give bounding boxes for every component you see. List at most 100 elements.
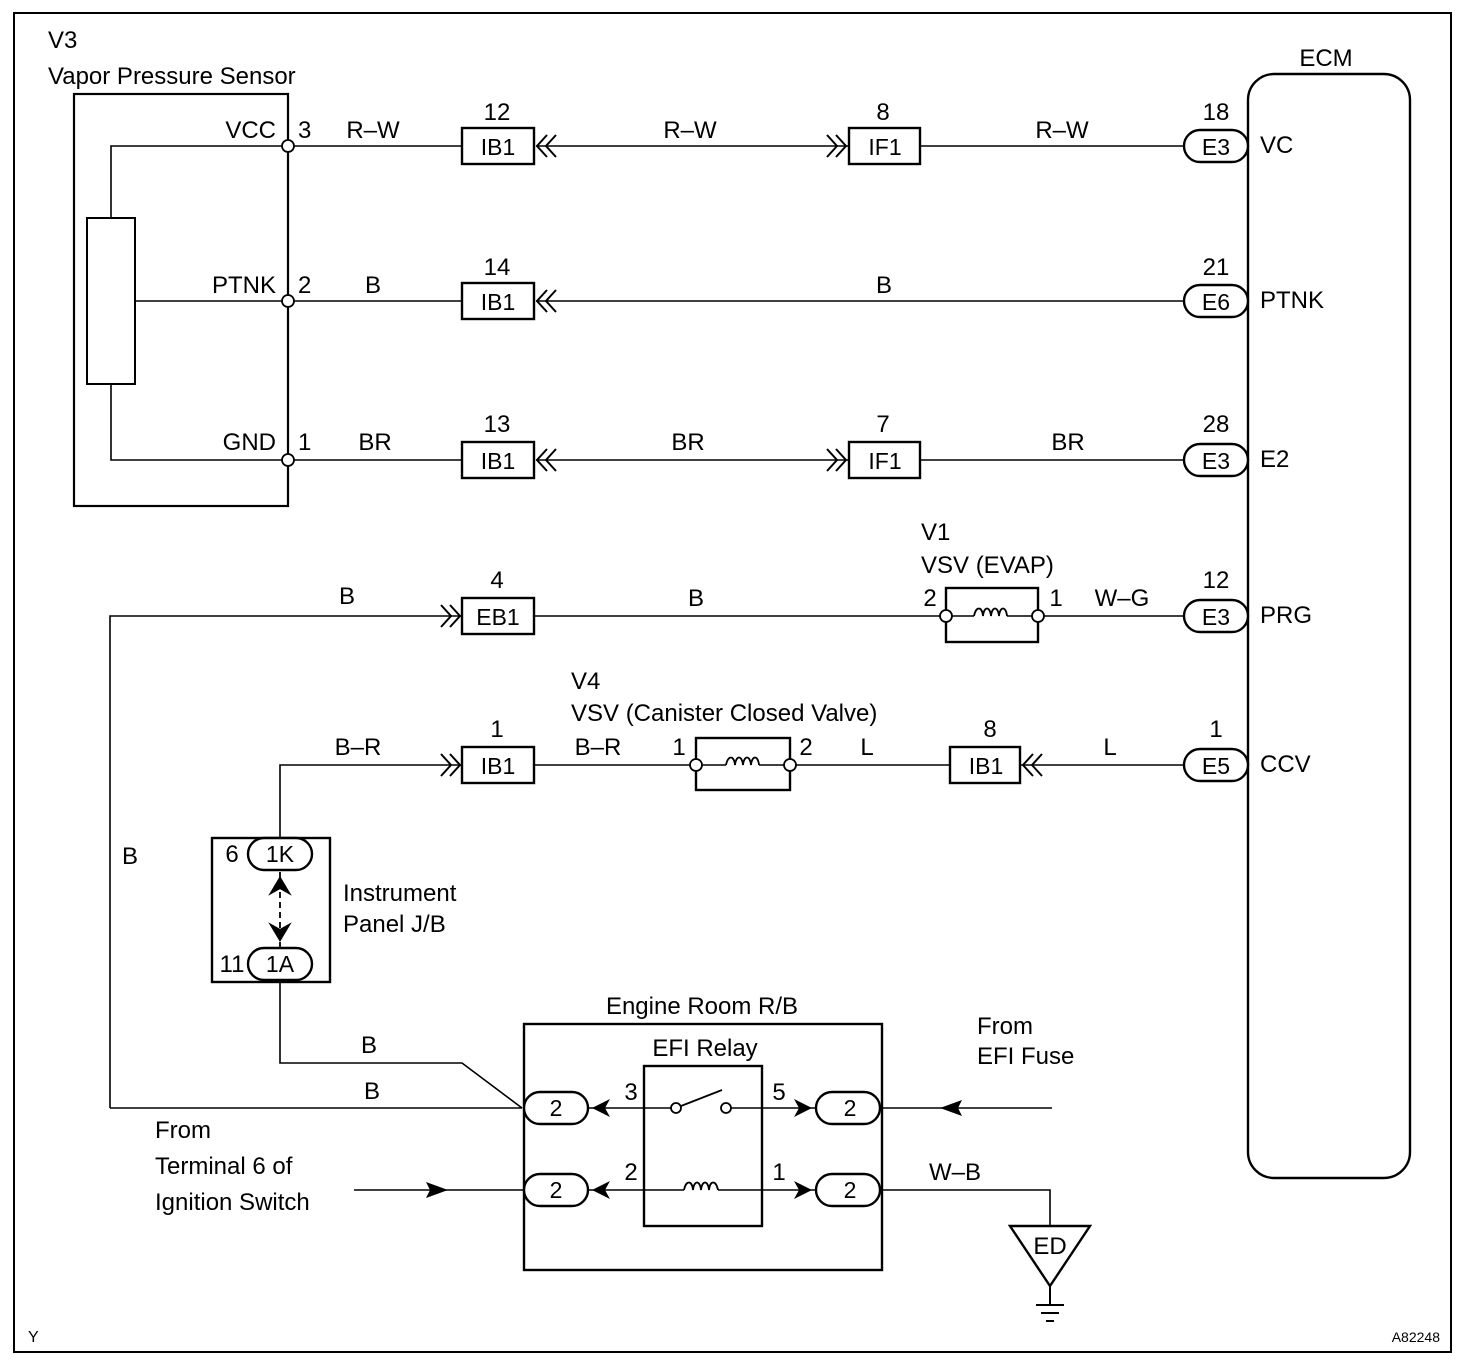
sensor-name: Vapor Pressure Sensor: [48, 63, 296, 90]
conn-ib1-13: [460, 440, 536, 480]
wire-gnd-1: BR: [358, 429, 391, 456]
wire-jb-b: B: [361, 1032, 377, 1059]
sensor-element: [86, 217, 136, 385]
ecm-ptnk-connector: [1182, 283, 1250, 319]
wire-ccv-3: L: [860, 734, 873, 761]
switch-contact-icon: [680, 1089, 723, 1107]
conn-if1-8-num: 8: [876, 99, 889, 126]
relay-pin-1: 1: [772, 1159, 785, 1186]
conn-ib1-13-code: IB1: [481, 448, 516, 474]
relay-block-title: Engine Room R/B: [606, 993, 798, 1020]
ecm-ccv-signal: CCV: [1260, 751, 1311, 778]
ecm-ccv-connector: [1182, 747, 1250, 783]
conn-if1-7-code: IF1: [868, 448, 901, 474]
ecm-vc-signal: VC: [1260, 132, 1293, 159]
wire-ccv-2: B–R: [575, 734, 622, 761]
jb-top-pin: 6: [225, 841, 238, 868]
wire-ccv-1: B–R: [335, 734, 382, 761]
conn-if1-8: [847, 126, 922, 166]
coil-icon: [973, 607, 1008, 617]
vsv-ccv-pin-right: 2: [799, 734, 812, 761]
jb-top-code: 1K: [266, 841, 295, 867]
conn-if1-7-num: 7: [876, 411, 889, 438]
jb-bottom-pin: 11: [220, 951, 245, 978]
figure-id: A82248: [1392, 1329, 1440, 1345]
ecm-box: [1246, 72, 1412, 1180]
relay-pin-5: 5: [772, 1079, 785, 1106]
pin-gnd-num: 1: [298, 429, 311, 456]
pin-gnd-label: GND: [223, 429, 276, 456]
wire-ccv-4: L: [1103, 734, 1116, 761]
wire-ptnk-2: B: [876, 272, 892, 299]
ignition-note-1: From: [155, 1117, 211, 1144]
efi-relay-box: [642, 1064, 764, 1228]
ignition-note-3: Ignition Switch: [155, 1189, 310, 1216]
arrow-left-icon: [592, 1181, 610, 1199]
ecm-ptnk-signal: PTNK: [1260, 287, 1324, 314]
ecm-prg-num: 12: [1203, 567, 1230, 594]
ecm-e2-signal: E2: [1260, 446, 1289, 473]
vsv-ccv-pin-left: 1: [672, 734, 685, 761]
wire-gnd-2: BR: [671, 429, 704, 456]
ecm-prg-connector: [1182, 598, 1250, 634]
coil-icon: [683, 1181, 719, 1191]
arrow-left-icon: [592, 1099, 610, 1117]
relay-pin-2: 2: [624, 1159, 637, 1186]
wire-gnd-3: BR: [1051, 429, 1084, 456]
vsv-evap-code: V1: [921, 519, 950, 546]
conn-eb1-4-num: 4: [490, 567, 503, 594]
ignition-note-2: Terminal 6 of: [155, 1153, 293, 1180]
relay-conn-tl-label: 2: [550, 1095, 563, 1121]
wire-left-b: B: [122, 843, 138, 870]
conn-ib1-1-num: 1: [490, 716, 503, 743]
wire-ptnk-1: B: [365, 272, 381, 299]
vsv-ccv-code: V4: [571, 668, 600, 695]
wire-prg-3: W–G: [1095, 585, 1150, 612]
vsv-ccv-name: VSV (Canister Closed Valve): [571, 700, 877, 727]
vsv-evap-pin-right: 1: [1049, 585, 1062, 612]
conn-ib1-13-num: 13: [484, 411, 511, 438]
relay-conn-bl-label: 2: [550, 1177, 563, 1203]
ecm-ccv-num: 1: [1209, 716, 1222, 743]
arrow-right-icon: [426, 1182, 448, 1198]
conn-ib1-1: [460, 745, 536, 785]
sensor-code: V3: [48, 27, 77, 54]
pin-ptnk-num: 2: [298, 272, 311, 299]
pin-ptnk-label: PTNK: [212, 272, 276, 299]
ecm-title: ECM: [1299, 45, 1352, 72]
conn-eb1-4: [460, 596, 536, 636]
arrow-left-icon: [940, 1100, 962, 1116]
arrow-right-icon: [794, 1181, 812, 1199]
wire-vcc-3: R–W: [1035, 117, 1089, 144]
relay-conn-br: [814, 1172, 882, 1208]
conn-if1-7: [847, 440, 922, 480]
coil-icon: [725, 756, 760, 766]
conn-ib1-1-code: IB1: [481, 753, 516, 779]
ecm-prg-conn-code: E3: [1202, 604, 1230, 630]
wire-relay-b: B: [364, 1078, 380, 1105]
pin-vcc-label: VCC: [225, 117, 276, 144]
conn-ib1-14-num: 14: [484, 254, 511, 281]
jb-bottom-connector: [246, 946, 314, 982]
wire-prg-1: B: [339, 583, 355, 610]
relay-conn-br-label: 2: [844, 1177, 857, 1203]
ecm-ccv-conn-code: E5: [1202, 753, 1230, 779]
ground-code: ED: [1033, 1233, 1066, 1260]
jb-bottom-code: 1A: [266, 951, 295, 977]
ecm-ptnk-conn-code: E6: [1202, 289, 1230, 315]
conn-ib1-8-code: IB1: [969, 753, 1004, 779]
ecm-e2-connector: [1182, 442, 1250, 478]
conn-ib1-14: [460, 281, 536, 321]
vsv-evap-name: VSV (EVAP): [921, 552, 1054, 579]
jb-top-connector: [246, 836, 314, 872]
conn-eb1-4-code: EB1: [476, 604, 519, 630]
efi-fuse-note-2: EFI Fuse: [977, 1043, 1074, 1070]
relay-conn-tr: [814, 1090, 882, 1126]
ecm-e2-num: 28: [1203, 411, 1230, 438]
ecm-ptnk-num: 21: [1203, 254, 1230, 281]
wire-vcc-1: R–W: [346, 117, 400, 144]
relay-conn-tr-label: 2: [844, 1095, 857, 1121]
relay-title: EFI Relay: [652, 1035, 757, 1062]
wire-ground-wb: W–B: [929, 1159, 981, 1186]
